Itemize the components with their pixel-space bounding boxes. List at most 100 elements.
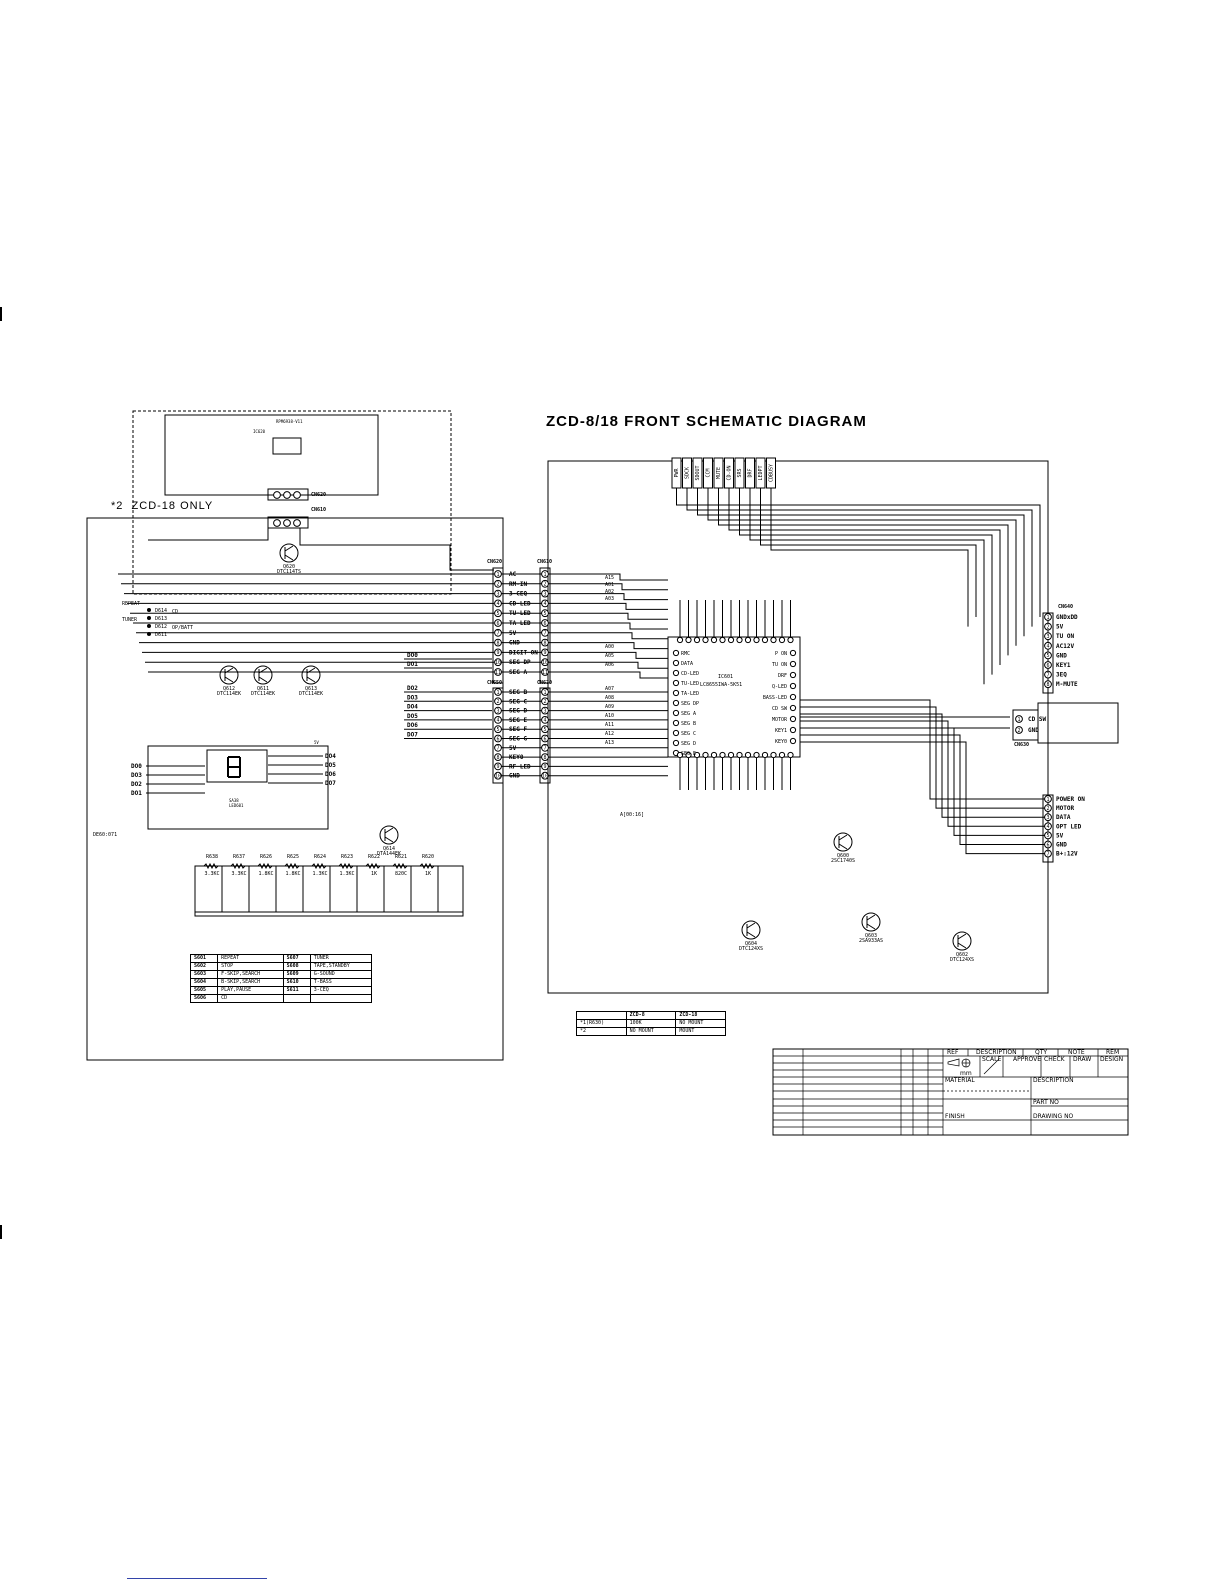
cn650-pin-label-7: 5V — [509, 745, 517, 752]
tb-rem: REM — [1106, 1049, 1120, 1056]
ic-bot-pin-1 — [685, 751, 692, 759]
cn650-pin-9 — [494, 762, 502, 771]
rl-pin-label-3: DATA — [1056, 814, 1071, 821]
cn640-pin-1 — [1044, 613, 1052, 621]
cn620-pin-num-1: 1 — [496, 572, 499, 578]
cn620-pin-label-5: TU-LED — [509, 610, 531, 617]
switch-cell: S603 — [189, 970, 219, 979]
switch-cell: S607 — [282, 954, 311, 963]
cn650-pin-num-5: 5 — [496, 727, 499, 733]
transistor-ref-Q620: Q620 — [283, 564, 295, 570]
ic-bot-pin-2 — [693, 751, 701, 759]
cn640-pin-num-5: 5 — [1046, 653, 1049, 659]
ic-right-label-7: KEY1 — [775, 728, 787, 734]
cn670-pin-6 — [541, 734, 549, 743]
cn610-pin-6 — [541, 619, 549, 627]
addr-A05: A05 — [605, 653, 614, 659]
ic-top-pin-1 — [685, 636, 692, 644]
bus-box-9 — [766, 457, 776, 489]
cn640-pin-label-1: GNDxDD — [1056, 614, 1078, 621]
cn640-pin-4 — [1044, 641, 1052, 650]
cn650-pin-label-5: SEG F — [509, 726, 527, 733]
footer-underline — [127, 1578, 267, 1579]
cn620-pin-num-10: 10 — [495, 660, 501, 666]
ic620-sub-board — [164, 414, 379, 496]
transistor-part-Q613: DTC114EK — [299, 691, 323, 697]
tb-mm: mm — [960, 1070, 972, 1077]
ic620-ref: IC620 — [253, 429, 266, 434]
digit-DO1: DO1 — [407, 661, 418, 668]
cn650-pin-label-8: KEY0 — [509, 754, 524, 761]
rl-pin-num-6: 6 — [1046, 842, 1049, 848]
cn620-pin-label-1: AC — [509, 571, 517, 578]
cn610-body — [539, 567, 551, 684]
margin-tick-top — [0, 307, 2, 321]
cn620-label: CN620 — [487, 559, 503, 565]
led-D614 — [147, 608, 151, 612]
digit-right-1: DO5 — [325, 762, 336, 769]
cn670-pin-num-9: 9 — [543, 764, 546, 770]
bus-label-MUTE: MUTE — [716, 467, 722, 479]
cn670-pin-num-7: 7 — [543, 746, 546, 752]
rl-pin-num-2: 2 — [1046, 806, 1049, 812]
cn640-pin-label-6: KEY1 — [1056, 662, 1071, 669]
led-ref-D613: D613 — [155, 616, 167, 622]
cn620-pin-8 — [494, 638, 502, 647]
ic-right-label-8: KEY0 — [775, 739, 787, 745]
ic-left-pin-9 — [672, 739, 680, 747]
cn610-pin-num-5: 5 — [543, 611, 546, 617]
switch-cell: S606 — [189, 994, 219, 1003]
led-label-2: TUNER — [122, 617, 138, 623]
bus-label-SRS: SRS — [737, 468, 743, 477]
rl-pin-label-6: GND — [1056, 842, 1067, 849]
cn610-pin-3 — [541, 589, 549, 598]
bus-route-7 — [749, 488, 985, 685]
transistor-part-Q612: DTC114EK — [217, 691, 241, 697]
cn670-pin-4 — [541, 716, 549, 724]
note-marker: *2 — [111, 500, 124, 512]
bus-label-LEDPT: LEDPT — [758, 465, 764, 480]
cn620-pin-10 — [494, 658, 502, 667]
ladder-ref-R622: R622 — [368, 854, 380, 860]
ic-left-label-8: SEG C — [681, 731, 696, 737]
variant-header-cell: ZCD-8 — [625, 1011, 677, 1020]
bus-note: A[00:16] — [620, 812, 645, 818]
variant-cell: NO MOUNT — [675, 1019, 726, 1028]
ic-right-label-1: TU ON — [772, 662, 787, 668]
cn640-pin-5 — [1044, 651, 1052, 660]
ic-top-pin-2 — [693, 636, 701, 644]
ic-right-label-4: BASS-LED — [763, 695, 787, 701]
ic620-body — [272, 437, 302, 455]
cn640-pin-6 — [1044, 661, 1052, 669]
ic-left-label-9: SEG D — [681, 741, 696, 747]
transistor-ref-Q611: Q611 — [257, 686, 269, 692]
ic601-body — [667, 636, 801, 758]
transistor-part-Q600: 2SC1740S — [831, 858, 855, 864]
digit-left-1: DO3 — [131, 772, 142, 779]
cn610-pin-7 — [541, 628, 549, 637]
transistor-e-Q603 — [866, 923, 876, 930]
cn670-pin-num-10: 10 — [542, 774, 548, 780]
cn620s-pin-3 — [293, 491, 301, 499]
cn670-pin-10 — [541, 771, 549, 780]
transistor-ref-Q612: Q612 — [223, 686, 235, 692]
cn610-pin-num-9: 9 — [543, 650, 546, 656]
rl-pin-num-7: 7 — [1046, 851, 1049, 857]
seven-seg-glyph — [227, 756, 241, 778]
rl-pin-num-1: 1 — [1046, 797, 1049, 803]
cn640-pin-num-8: 8 — [1046, 682, 1049, 688]
cn610-pin-num-7: 7 — [543, 631, 546, 637]
transistor-Q611 — [253, 665, 273, 685]
ladder-ref-R620: R620 — [422, 854, 434, 860]
switch-cell: TAPE,STANDBY — [309, 962, 373, 971]
ic-bot-pin-3 — [702, 751, 709, 759]
ic-top-pin-13 — [787, 636, 794, 644]
title-block: REF DESCRIPTION QTY NOTE REM SCALE APPRO… — [773, 1049, 1128, 1135]
rl-pin-5 — [1044, 831, 1052, 840]
transistor-Q620 — [279, 543, 299, 563]
cn670-pin-num-2: 2 — [543, 699, 546, 705]
cn620-pin-3 — [494, 589, 502, 598]
